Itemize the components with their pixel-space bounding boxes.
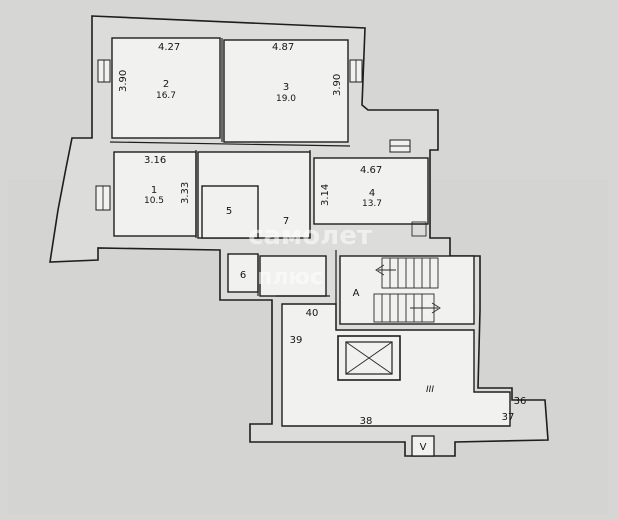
room-4-width: 4.67 bbox=[360, 165, 382, 176]
room-2 bbox=[111, 37, 221, 139]
shaft-label: V bbox=[420, 442, 427, 453]
stair-hall bbox=[339, 255, 475, 325]
watermark-line2: плюс bbox=[257, 265, 323, 290]
room-4-depth: 3.14 bbox=[320, 184, 331, 206]
corridor-number-36: 36 bbox=[514, 396, 527, 407]
room-5 bbox=[201, 185, 259, 239]
room-3-area: 19.0 bbox=[276, 94, 296, 104]
watermark: самолет плюс bbox=[248, 221, 372, 290]
corridor-number-38: 38 bbox=[360, 416, 373, 427]
hall-label: III bbox=[426, 385, 434, 395]
room-1-depth: 3.33 bbox=[180, 182, 191, 204]
corridor-number-37: 37 bbox=[502, 412, 515, 423]
room-3-number: 3 bbox=[283, 82, 289, 93]
room-2-area: 16.7 bbox=[156, 91, 176, 101]
room-2-width: 4.27 bbox=[158, 42, 180, 53]
room-3 bbox=[223, 39, 349, 143]
room-1-width: 3.16 bbox=[144, 155, 166, 166]
elevator-shaft bbox=[337, 335, 401, 381]
room-5-number: 5 bbox=[226, 206, 232, 217]
window-marks bbox=[95, 59, 411, 211]
stairs bbox=[373, 257, 441, 323]
corridor-number-39: 39 bbox=[290, 335, 303, 346]
room-3-depth: 3.90 bbox=[332, 74, 343, 96]
room-6-number: 6 bbox=[240, 270, 246, 281]
room-4-area: 13.7 bbox=[362, 199, 382, 209]
room-4-number: 4 bbox=[369, 188, 375, 199]
room-3-width: 4.87 bbox=[272, 42, 294, 53]
room-1-number: 1 bbox=[151, 185, 157, 196]
service-shaft bbox=[411, 435, 435, 457]
stair-label: A bbox=[353, 288, 360, 299]
room-1 bbox=[113, 151, 197, 237]
room-2-number: 2 bbox=[163, 79, 169, 90]
room-4 bbox=[313, 157, 429, 225]
room-1-area: 10.5 bbox=[144, 196, 164, 206]
room-7-number: 7 bbox=[283, 216, 289, 227]
room-2-depth: 3.90 bbox=[118, 70, 129, 92]
corridor-40 bbox=[259, 255, 327, 297]
corridor-number-40: 40 bbox=[306, 308, 319, 319]
watermark-line1: самолет bbox=[248, 221, 372, 251]
room-labels: 4.27 2 16.7 3.90 4.87 3 19.0 3.90 3.16 1… bbox=[118, 42, 526, 453]
partitions bbox=[109, 38, 427, 330]
